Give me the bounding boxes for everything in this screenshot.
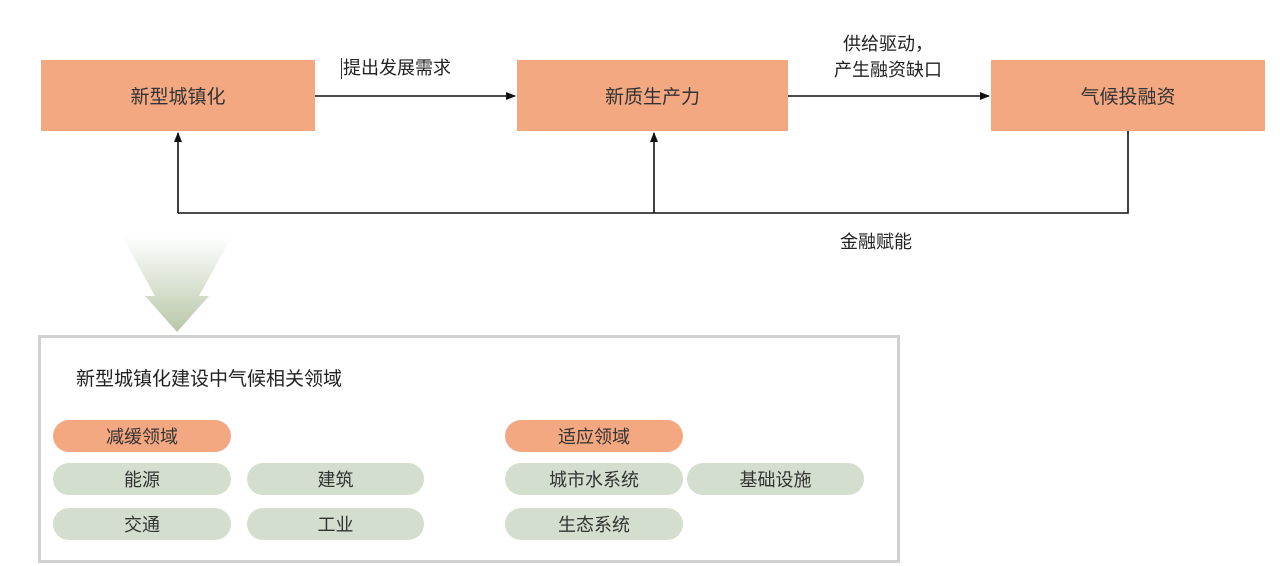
mitigation-item-industry: 工业 (247, 508, 424, 540)
expand-arrow-icon (122, 236, 232, 332)
edge-label-supply: 供给驱动， 产生融资缺口 (808, 32, 968, 84)
feedback-line (178, 131, 1129, 214)
adaptation-header-label: 适应领域 (558, 427, 630, 448)
adaptation-item-infrastructure: 基础设施 (687, 463, 864, 495)
mitigation-item-label: 能源 (124, 470, 160, 491)
edge-label-finance-empower: 金融赋能 (840, 230, 912, 256)
node-urbanization-label: 新型城镇化 (130, 86, 226, 108)
node-climate-finance-label: 气候投融资 (1080, 86, 1176, 108)
edge-label-supply-line1: 供给驱动， (843, 34, 933, 55)
adaptation-item-ecosystem: 生态系统 (505, 508, 683, 540)
node-productivity-label: 新质生产力 (604, 86, 700, 108)
node-urbanization: 新型城镇化 (41, 60, 315, 131)
edge-label-finance-empower-text: 金融赋能 (840, 232, 912, 253)
adaptation-header: 适应领域 (505, 420, 683, 452)
mitigation-item-energy: 能源 (53, 463, 231, 495)
adaptation-item-label: 基础设施 (739, 470, 812, 491)
adaptation-item-label: 生态系统 (558, 515, 630, 536)
mitigation-item-label: 工业 (317, 515, 354, 536)
mitigation-header: 减缓领域 (53, 420, 231, 452)
edge-label-demand-text: 提出发展需求 (341, 58, 451, 79)
mitigation-item-label: 建筑 (317, 470, 354, 491)
edge-label-supply-line2: 产生融资缺口 (834, 60, 942, 81)
adaptation-item-urban-water: 城市水系统 (505, 463, 683, 495)
mitigation-header-label: 减缓领域 (106, 427, 178, 448)
node-climate-finance: 气候投融资 (991, 60, 1265, 131)
node-productivity: 新质生产力 (517, 60, 788, 131)
panel-title: 新型城镇化建设中气候相关领域 (76, 368, 343, 390)
mitigation-item-label: 交通 (124, 515, 160, 536)
edge-label-demand: 提出发展需求 (341, 56, 451, 82)
mitigation-item-building: 建筑 (247, 463, 424, 495)
adaptation-item-label: 城市水系统 (549, 470, 639, 491)
mitigation-item-transport: 交通 (53, 508, 231, 540)
